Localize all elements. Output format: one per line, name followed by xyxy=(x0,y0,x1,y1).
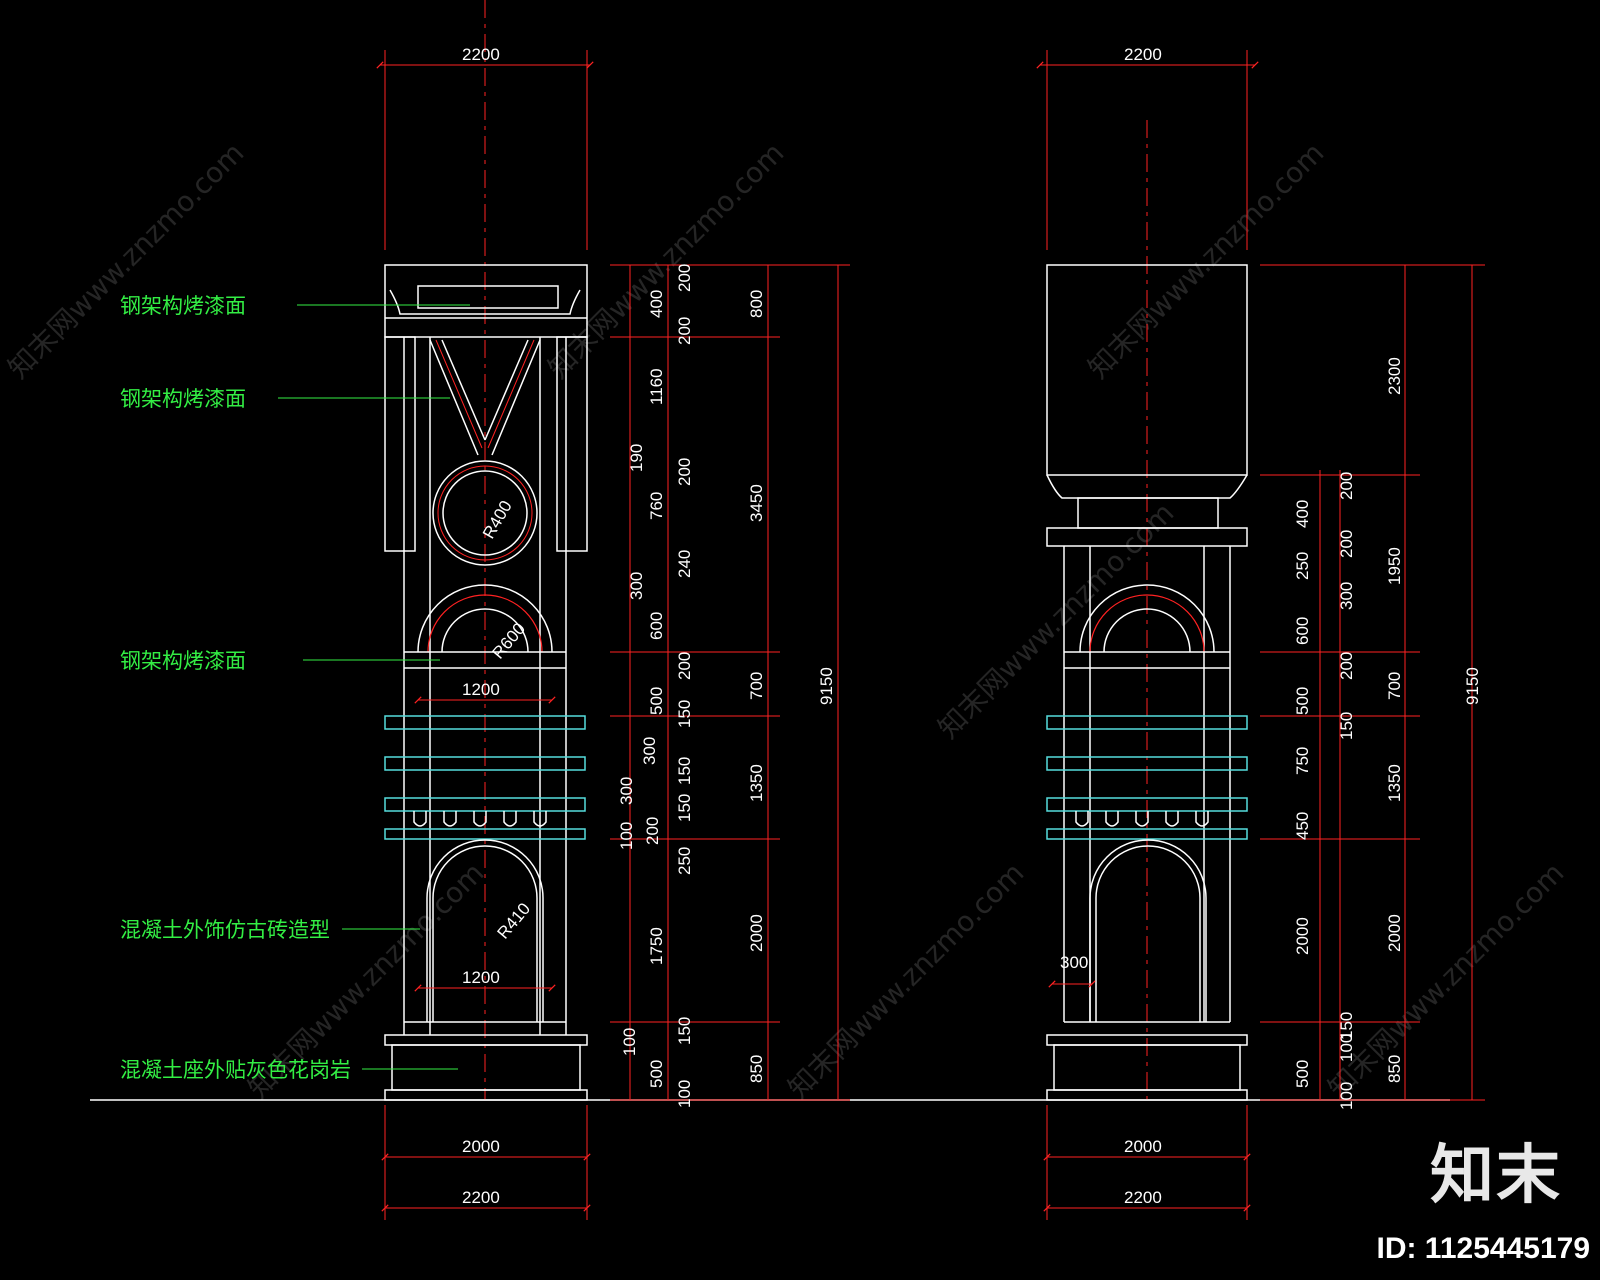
dim-label: 100 xyxy=(620,1028,639,1056)
dim-label: 850 xyxy=(1385,1055,1404,1083)
dim-label: 850 xyxy=(747,1055,766,1083)
dim-label: 2300 xyxy=(1385,357,1404,395)
dim-label: 300 xyxy=(627,572,646,600)
dim-label: 190 xyxy=(627,444,646,472)
dim-label: 500 xyxy=(647,687,666,715)
dim-label: 2200 xyxy=(1124,1188,1162,1207)
dim-label: 800 xyxy=(747,290,766,318)
watermark: 知末网www.znzmo.com xyxy=(2,136,251,385)
dim-label: 700 xyxy=(747,672,766,700)
dim-label: 1160 xyxy=(647,368,666,405)
dim-label: 100 xyxy=(675,1080,694,1108)
dim-label: 2200 xyxy=(462,45,500,64)
dim-label: 2000 xyxy=(1293,917,1312,955)
dim-label: 100 xyxy=(1337,1034,1356,1062)
dim-label: 500 xyxy=(647,1060,666,1088)
dim-label: 400 xyxy=(1293,500,1312,528)
dim-label: 200 xyxy=(643,817,662,845)
dim-label: 1200 xyxy=(462,968,500,987)
dim-label: 500 xyxy=(1293,1060,1312,1088)
dim-label: 600 xyxy=(647,612,666,640)
note-leaders xyxy=(278,304,470,1070)
dim-label: 750 xyxy=(1293,747,1312,775)
dim-label: 2000 xyxy=(1124,1137,1162,1156)
note-concrete-brick: 混凝土外饰仿古砖造型 xyxy=(120,918,330,942)
dim-label: 2000 xyxy=(747,914,766,952)
image-id-label: ID: 1125445179 xyxy=(1376,1232,1590,1265)
watermark: 知末网www.znzmo.com xyxy=(782,856,1031,1105)
dim-label: 3450 xyxy=(747,484,766,522)
dim-label: 700 xyxy=(1385,672,1404,700)
dim-label: 200 xyxy=(1337,472,1356,500)
dim-label: 1750 xyxy=(647,927,666,965)
dim-label: 2000 xyxy=(1385,914,1404,952)
dim-label: 500 xyxy=(1293,687,1312,715)
left-elevation xyxy=(384,0,588,1101)
dim-label: 1950 xyxy=(1385,547,1404,585)
dim-label: 150 xyxy=(675,700,694,728)
dim-label: 100 xyxy=(617,822,636,850)
dim-label: 250 xyxy=(1293,552,1312,580)
dim-label: 200 xyxy=(675,317,694,345)
note-concrete-granite: 混凝土座外贴灰色花岗岩 xyxy=(120,1058,351,1082)
note-steel-frame: 钢架构烤漆面 xyxy=(120,387,246,411)
dim-label: 1350 xyxy=(747,764,766,802)
brand-logo: 知末 xyxy=(1430,1139,1562,1213)
dim-label: 450 xyxy=(1293,812,1312,840)
dim-label: 150 xyxy=(675,794,694,822)
dim-label: 200 xyxy=(675,458,694,486)
watermark-layer: 知末网www.znzmo.com 知末网www.znzmo.com 知末网www… xyxy=(2,136,1571,1105)
dim-label: 1200 xyxy=(462,680,500,699)
watermark: 知末网www.znzmo.com xyxy=(1082,136,1331,385)
dim-label: 100 xyxy=(1337,1082,1356,1110)
dim-label: 300 xyxy=(1060,953,1088,972)
dim-label: 600 xyxy=(1293,617,1312,645)
dim-label: 300 xyxy=(1337,582,1356,610)
dim-label: 200 xyxy=(1337,652,1356,680)
note-steel-frame: 钢架构烤漆面 xyxy=(120,649,246,673)
radius-label: R600 xyxy=(489,619,530,662)
right-dimension-labels: 2200 2000 2200 300 9150 400 250 600 500 … xyxy=(1060,45,1482,1207)
watermark: 知末网www.znzmo.com xyxy=(1322,856,1571,1105)
dim-label: 2200 xyxy=(462,1188,500,1207)
dim-label: 200 xyxy=(675,652,694,680)
dim-label: 200 xyxy=(1337,530,1356,558)
dim-label: 2200 xyxy=(1124,45,1162,64)
watermark: 知末网www.znzmo.com xyxy=(932,496,1181,745)
dim-label: 150 xyxy=(675,757,694,785)
dimension-lines xyxy=(376,50,1485,1220)
dim-label: 200 xyxy=(675,264,694,292)
dim-label: 150 xyxy=(675,1017,694,1045)
dim-label: 760 xyxy=(647,492,666,520)
note-steel-frame: 钢架构烤漆面 xyxy=(120,294,246,318)
dim-label: 1350 xyxy=(1385,764,1404,802)
right-elevation xyxy=(1046,120,1248,1101)
watermark: 知末网www.znzmo.com xyxy=(542,136,791,385)
dim-label: 300 xyxy=(617,777,636,805)
radius-label: R410 xyxy=(494,899,535,942)
dim-label: 300 xyxy=(640,737,659,765)
dim-total: 9150 xyxy=(1463,667,1482,705)
dim-label: 400 xyxy=(647,290,666,318)
dim-label: 240 xyxy=(675,550,694,578)
dim-label: 150 xyxy=(1337,1012,1356,1040)
dim-label: 250 xyxy=(675,847,694,875)
dim-total: 9150 xyxy=(817,667,836,705)
left-dimension-labels: 2200 2000 2200 1200 1200 R400 R600 R410 … xyxy=(462,45,836,1207)
dim-label: 150 xyxy=(1337,712,1356,740)
notes: 钢架构烤漆面 钢架构烤漆面 钢架构烤漆面 混凝土外饰仿古砖造型 混凝土座外贴灰色… xyxy=(120,294,351,1082)
dim-label: 2000 xyxy=(462,1137,500,1156)
